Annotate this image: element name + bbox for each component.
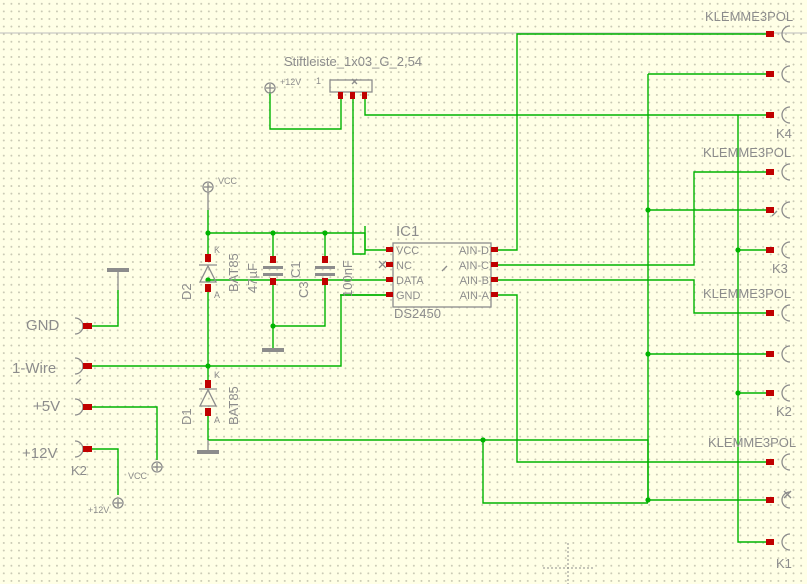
svg-text:+12V: +12V — [88, 505, 109, 515]
terminal-pin-1wire: 1-Wire — [12, 360, 56, 377]
supply-vcc-top: VCC — [202, 176, 238, 210]
svg-text:A: A — [214, 415, 220, 425]
terminal-k2-ref: K2 — [776, 404, 792, 419]
terminal-k2[interactable]: KLEMME3POL K2 — [703, 286, 792, 419]
svg-text:VCC: VCC — [396, 245, 419, 257]
diode-d1[interactable]: K A D1 BAT85 — [179, 370, 241, 425]
junctions — [205, 207, 741, 503]
svg-text:+12V: +12V — [280, 77, 301, 87]
ic-ref: IC1 — [396, 223, 419, 240]
c1-ref: C1 — [288, 261, 303, 278]
terminal-k1[interactable]: KLEMME3POL K1 — [708, 435, 796, 571]
terminal-k3-ref: K3 — [772, 261, 788, 276]
svg-text:AIN-D: AIN-D — [459, 245, 489, 257]
svg-text:1: 1 — [316, 76, 321, 86]
terminal-k4[interactable]: KLEMME3POL K4 — [705, 9, 793, 141]
terminal-k3[interactable]: KLEMME3POL K3 — [703, 145, 791, 276]
svg-text:AIN-A: AIN-A — [460, 290, 490, 302]
supply-vcc-bottom: VCC — [128, 461, 163, 481]
diode-d2[interactable]: K A D2 BAT85 — [179, 245, 241, 300]
terminal-k4-ref: K4 — [776, 126, 792, 141]
svg-text:KLEMME3POL: KLEMME3POL — [703, 145, 791, 160]
left-terminal-ref: K2 — [71, 463, 87, 478]
svg-text:DATA: DATA — [396, 275, 424, 287]
svg-text:GND: GND — [396, 290, 421, 302]
capacitor-c3[interactable]: C3 100nF — [296, 256, 355, 298]
header-name: Stiftleiste_1x03_G_2,54 — [284, 54, 422, 69]
terminal-pin-gnd: GND — [26, 317, 60, 334]
svg-text:AIN-C: AIN-C — [459, 260, 489, 272]
svg-text:K: K — [214, 370, 220, 380]
gnd-symbols — [107, 268, 284, 454]
svg-text:AIN-B: AIN-B — [460, 275, 489, 287]
svg-text:KLEMME3POL: KLEMME3POL — [703, 286, 791, 301]
svg-text:NC: NC — [396, 260, 412, 272]
ic-ds2450[interactable]: IC1 VCC NC DATA GND AIN-D AIN-C AIN-B AI… — [378, 223, 498, 321]
svg-text:K: K — [214, 245, 220, 255]
d1-value: BAT85 — [226, 386, 241, 425]
d2-ref: D2 — [179, 283, 194, 300]
c3-ref: C3 — [296, 281, 311, 298]
terminal-pin-12v: +12V — [22, 445, 57, 462]
svg-text:KLEMME3POL: KLEMME3POL — [705, 9, 793, 24]
c1-value: 47µF — [245, 263, 260, 293]
terminal-k1-ref: K1 — [776, 556, 792, 571]
svg-text:KLEMME3POL: KLEMME3POL — [708, 435, 796, 450]
supply-12v-top: +12V — [264, 77, 301, 94]
capacitor-c1[interactable]: 47µF C1 — [245, 256, 303, 293]
svg-text:VCC: VCC — [218, 176, 238, 186]
left-terminal-k2[interactable]: GND 1-Wire +5V +12V K2 — [12, 317, 92, 478]
terminal-pin-5v: +5V — [33, 398, 60, 415]
supply-12v-bottom: +12V — [88, 497, 124, 515]
d1-ref: D1 — [179, 408, 194, 425]
svg-text:A: A — [214, 290, 220, 300]
origin-marker — [543, 543, 593, 584]
c3-value: 100nF — [340, 260, 355, 297]
pin-header[interactable]: Stiftleiste_1x03_G_2,54 1 — [284, 54, 422, 99]
wires — [92, 33, 773, 543]
ic-value: DS2450 — [394, 306, 441, 321]
svg-text:VCC: VCC — [128, 471, 148, 481]
d2-value: BAT85 — [226, 253, 241, 292]
